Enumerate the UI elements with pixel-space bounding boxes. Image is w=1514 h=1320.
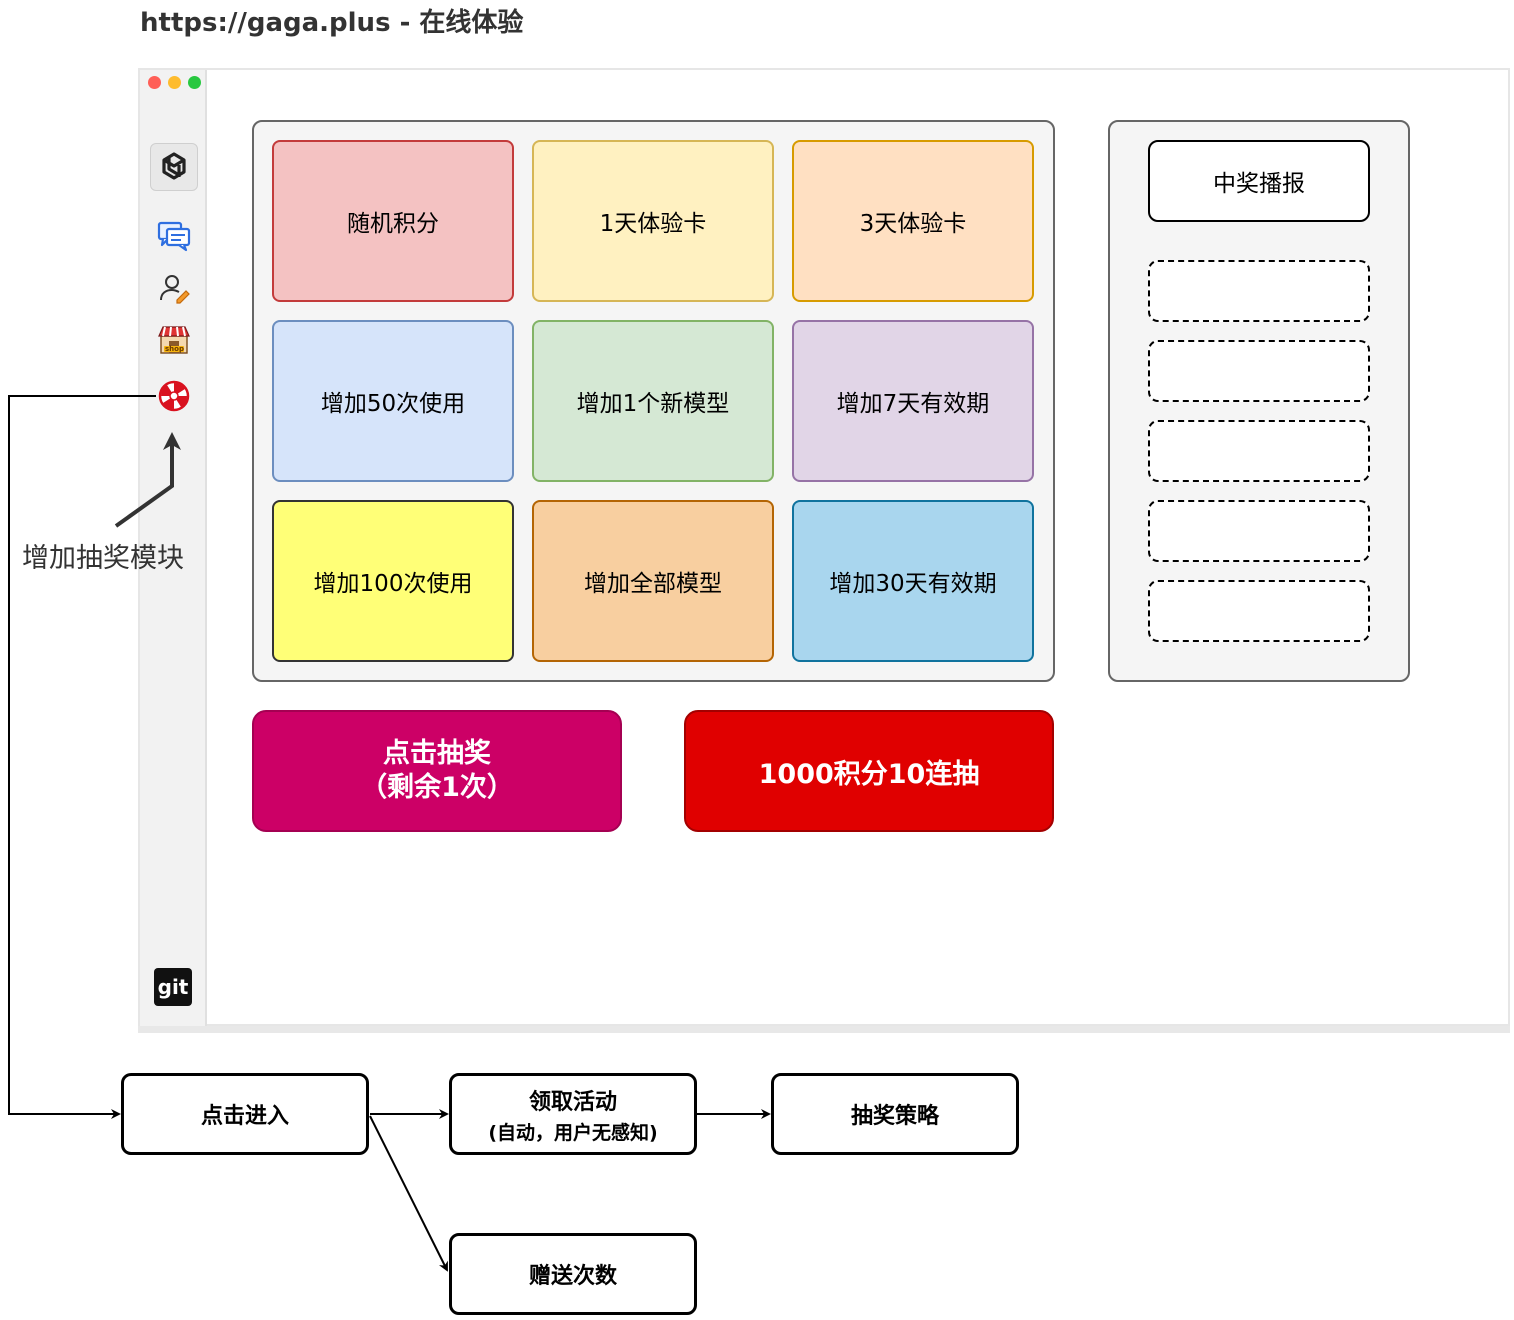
chat-icon [157, 221, 191, 252]
window-close-button[interactable] [148, 76, 161, 89]
sidebar-item-openai[interactable] [150, 143, 198, 191]
ten-draw-button[interactable]: 1000积分10连抽 [684, 710, 1054, 832]
flow-gift-box: 赠送次数 [449, 1233, 697, 1315]
prize-cell: 增加50次使用 [272, 320, 514, 482]
shop-badge: shop [165, 345, 184, 353]
draw-button[interactable]: 点击抽奖 （剩余1次） [252, 710, 622, 832]
git-icon: git [157, 975, 189, 999]
page-title: https://gaga.plus - 在线体验 [140, 8, 524, 38]
prize-cell: 增加全部模型 [532, 500, 774, 662]
sidebar-item-git[interactable]: git [154, 968, 192, 1006]
broadcast-slot [1148, 340, 1370, 402]
window-minimize-button[interactable] [168, 76, 181, 89]
prize-cell: 1天体验卡 [532, 140, 774, 302]
annotation-label: 增加抽奖模块 [22, 543, 184, 574]
lottery-to-enter-line [8, 395, 156, 1119]
prize-cell: 增加100次使用 [272, 500, 514, 662]
prize-cell: 增加1个新模型 [532, 320, 774, 482]
broadcast-slot [1148, 420, 1370, 482]
prize-cell: 随机积分 [272, 140, 514, 302]
window-shadow [138, 1026, 1510, 1033]
openai-logo-icon [162, 152, 186, 180]
flow-strategy-box: 抽奖策略 [771, 1073, 1019, 1155]
enter-to-gift-line [369, 1115, 448, 1272]
prize-cell: 3天体验卡 [792, 140, 1034, 302]
prize-cell: 增加30天有效期 [792, 500, 1034, 662]
draw-button-label: 点击抽奖 [383, 738, 491, 769]
annotation-arrow [114, 432, 181, 528]
broadcast-slot [1148, 500, 1370, 562]
winner-broadcast-title: 中奖播报 [1148, 140, 1370, 222]
flow-claim-box: 领取活动 (自动，用户无感知) [449, 1073, 697, 1155]
shop-icon [158, 326, 190, 354]
draw-remaining-label: （剩余1次） [360, 772, 514, 803]
window-maximize-button[interactable] [188, 76, 201, 89]
broadcast-slot [1148, 580, 1370, 642]
user-edit-icon [160, 275, 190, 304]
sidebar-item-shop[interactable] [155, 322, 193, 358]
sidebar-item-chat[interactable] [156, 218, 192, 254]
flow-enter-box: 点击进入 [121, 1073, 369, 1155]
lottery-wheel-icon [158, 380, 190, 412]
prize-cell: 增加7天有效期 [792, 320, 1034, 482]
ten-draw-button-label: 1000积分10连抽 [758, 758, 980, 790]
sidebar-item-lottery[interactable] [156, 378, 192, 414]
broadcast-slot [1148, 260, 1370, 322]
sidebar-item-user[interactable] [156, 270, 192, 306]
